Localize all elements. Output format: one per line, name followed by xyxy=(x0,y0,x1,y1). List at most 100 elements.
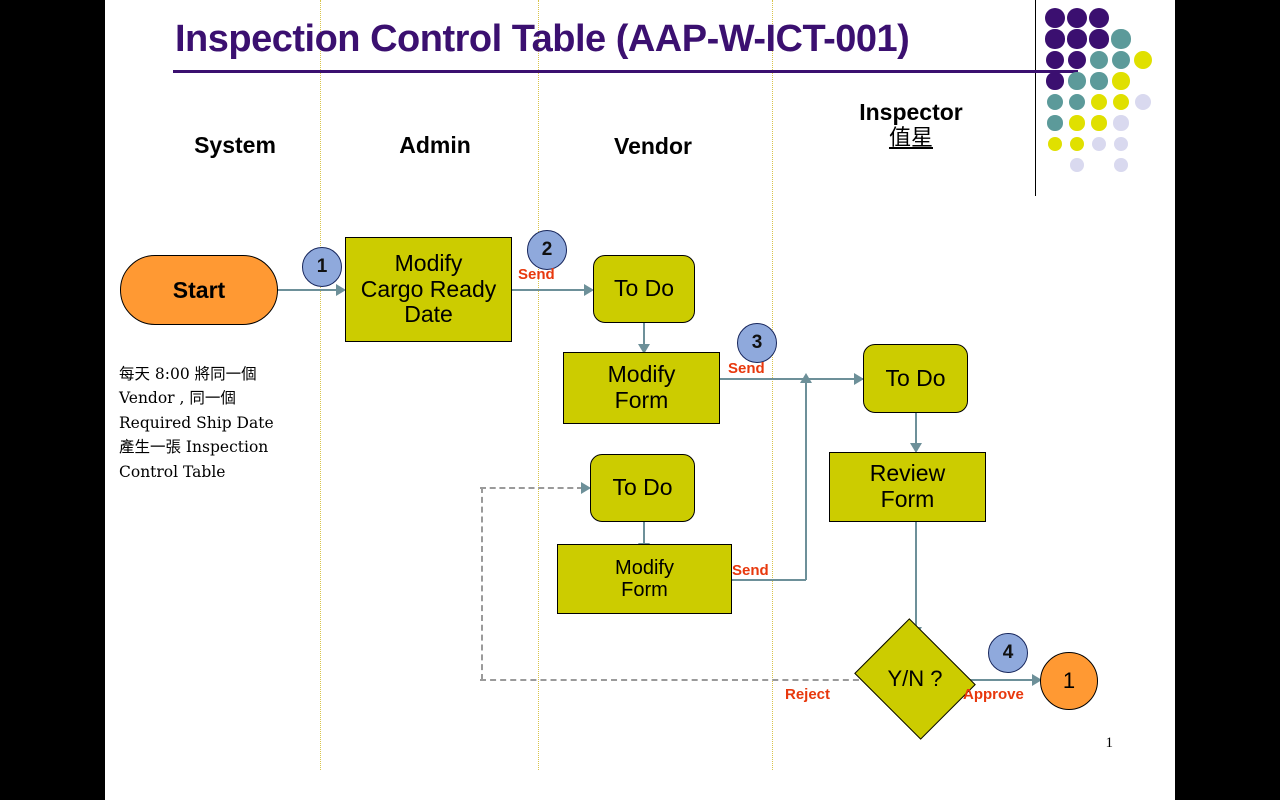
node-start-label: Start xyxy=(172,276,226,303)
node-vendor-todo-2[interactable]: To Do xyxy=(590,454,695,522)
decoration-dot-purple xyxy=(1046,72,1064,90)
slide-canvas: Inspection Control Table (AAP-W-ICT-001)… xyxy=(105,0,1175,800)
node-connector-end-label: 1 xyxy=(1062,668,1076,693)
lane-label-vendor: Vendor xyxy=(614,133,692,159)
node-inspector-todo-label: To Do xyxy=(885,364,946,391)
lane-guide-2 xyxy=(538,0,539,770)
decoration-dot-yellow xyxy=(1047,136,1063,152)
decoration-dot-purple xyxy=(1089,29,1109,49)
node-vendor-modify-2-line-1: Modify xyxy=(615,556,674,579)
node-vendor-modify-line-1: Modify xyxy=(607,361,676,388)
page-number: 1 xyxy=(1105,735,1114,751)
lane-header-inspector: Inspector 值星 xyxy=(811,98,1011,153)
decoration-dot-teal xyxy=(1068,93,1086,111)
node-review-form-line-2: Form xyxy=(880,486,935,512)
decoration-dot-teal xyxy=(1111,50,1131,70)
node-vendor-modify-form[interactable]: Modify Form xyxy=(563,352,720,424)
edge-start-to-modify-cargo xyxy=(278,289,340,291)
decoration-dot-purple xyxy=(1045,50,1065,70)
step-badge-3-label: 3 xyxy=(751,332,763,353)
lane-label-inspector: Inspector xyxy=(859,99,963,125)
edge-vendor-todo-to-modify xyxy=(643,323,645,349)
node-modify-cargo-line-3: Date xyxy=(404,301,453,328)
decoration-dot-pale xyxy=(1114,158,1128,172)
arrowhead-inspector-todo-to-review xyxy=(910,443,922,453)
node-modify-cargo-ready-date[interactable]: Modify Cargo Ready Date xyxy=(345,237,512,342)
node-review-form-line-1: Review xyxy=(869,460,946,487)
decoration-dot-purple xyxy=(1067,29,1087,49)
edge-reject-horizontal-top xyxy=(480,487,583,489)
dot-matrix-decoration xyxy=(1045,8,1165,188)
note-line-1: 每天 8:00 將同一個 xyxy=(119,365,257,383)
lane-header-system: System xyxy=(135,132,335,159)
node-start[interactable]: Start xyxy=(120,255,278,325)
decoration-dot-pale xyxy=(1113,136,1129,152)
node-modify-cargo-line-2: Cargo Ready xyxy=(360,275,497,302)
node-vendor-modify-form-2[interactable]: Modify Form xyxy=(557,544,732,614)
edge-vendor-modify-to-inspector-todo xyxy=(720,378,863,380)
arrowhead-modify-cargo-to-todo xyxy=(584,284,594,296)
decoration-dot-yellow xyxy=(1133,50,1153,70)
edge-label-approve: Approve xyxy=(963,686,1024,703)
decoration-dot-yellow xyxy=(1112,72,1130,90)
edge-review-to-decision xyxy=(915,521,917,632)
edge-vendor-todo2-to-modify2 xyxy=(643,522,645,548)
note-line-3: Required Ship Date xyxy=(119,413,274,432)
lane-guide-1 xyxy=(320,0,321,770)
node-review-form[interactable]: Review Form xyxy=(829,452,986,522)
decoration-dot-teal xyxy=(1046,93,1064,111)
decoration-dot-yellow xyxy=(1112,93,1130,111)
step-badge-3[interactable]: 3 xyxy=(737,323,777,363)
decoration-dot-teal xyxy=(1068,72,1086,90)
note-text: 每天 8:00 將同一個 Vendor , 同一個 Required Ship … xyxy=(119,362,349,484)
node-vendor-todo-2-label: To Do xyxy=(612,474,673,501)
decoration-dot-yellow xyxy=(1091,115,1107,131)
node-decision-yn[interactable]: Y/N ? xyxy=(854,618,976,740)
node-inspector-todo[interactable]: To Do xyxy=(863,344,968,413)
decoration-dot-pale xyxy=(1070,158,1084,172)
decoration-dot-yellow xyxy=(1090,93,1108,111)
edge-vendor-modify2-right xyxy=(732,579,806,581)
edge-reject-horizontal-bottom xyxy=(480,679,869,681)
node-vendor-modify-line-2: Form xyxy=(614,387,669,413)
lane-label-system: System xyxy=(194,132,276,158)
arrowhead-vendor-todo-to-modify xyxy=(638,344,650,354)
arrowhead-start-to-modify-cargo xyxy=(336,284,346,296)
decoration-dot-pale xyxy=(1113,115,1129,131)
arrowhead-decision-to-connector xyxy=(1032,674,1042,686)
node-modify-cargo-line-1: Modify xyxy=(394,249,463,276)
note-line-2: Vendor , 同一個 xyxy=(119,389,236,408)
arrowhead-vendor-modify-to-inspector-todo xyxy=(854,373,864,385)
step-badge-2[interactable]: 2 xyxy=(527,230,567,270)
lane-guide-3 xyxy=(772,0,773,770)
note-line-5: Control Table xyxy=(119,462,226,481)
decoration-dot-purple xyxy=(1089,8,1109,28)
node-decision-label: Y/N ? xyxy=(887,666,943,691)
edge-decision-to-connector xyxy=(962,679,1041,681)
node-vendor-todo[interactable]: To Do xyxy=(593,255,695,323)
page-title: Inspection Control Table (AAP-W-ICT-001) xyxy=(175,18,910,60)
lane-header-admin: Admin xyxy=(335,132,535,159)
decoration-dot-pale xyxy=(1134,93,1152,111)
edge-reject-vertical xyxy=(481,487,483,680)
inspector-lane-divider xyxy=(1035,0,1036,196)
note-line-4: 產生一張 Inspection xyxy=(119,438,269,457)
edge-label-send-3: Send xyxy=(732,562,769,579)
edge-label-send-2: Send xyxy=(728,360,765,377)
lane-sublabel-inspector: 值星 xyxy=(888,126,933,152)
lane-label-admin: Admin xyxy=(399,132,471,158)
decoration-dot-teal xyxy=(1090,72,1108,90)
step-badge-1[interactable]: 1 xyxy=(302,247,342,287)
step-badge-4[interactable]: 4 xyxy=(988,633,1028,673)
decoration-dot-teal xyxy=(1047,115,1063,131)
node-connector-end[interactable]: 1 xyxy=(1040,652,1098,710)
step-badge-2-label: 2 xyxy=(541,239,553,260)
edge-inspector-todo-to-review xyxy=(915,413,917,447)
decoration-dot-purple xyxy=(1045,8,1065,28)
decoration-dot-yellow xyxy=(1069,136,1085,152)
step-badge-1-label: 1 xyxy=(316,256,328,277)
decoration-dot-purple xyxy=(1067,8,1087,28)
title-underline xyxy=(173,70,1078,73)
decoration-dot-purple xyxy=(1045,29,1065,49)
